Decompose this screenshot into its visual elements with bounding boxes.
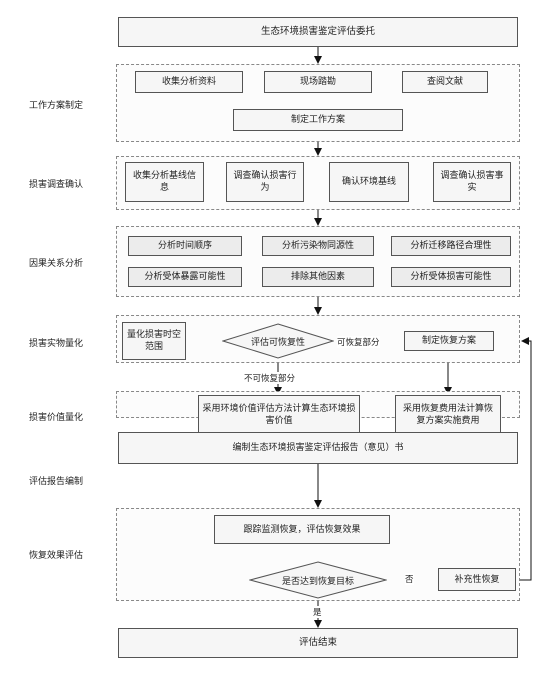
commission-box: 生态环境损害鉴定评估委托 — [118, 17, 518, 47]
assess-recoverability-label: 评估可恢复性 — [250, 338, 305, 348]
site-survey-box: 现场踏勘 — [264, 71, 372, 93]
recovery-plan-box: 制定恢复方案 — [404, 331, 494, 351]
stage-label-eval: 恢复效果评估 — [28, 551, 83, 561]
time-order-box: 分析时间顺序 — [128, 236, 242, 256]
env-baseline-box: 确认环境基线 — [329, 162, 409, 202]
edge-label-yes: 是 — [313, 606, 322, 618]
stage-label-value: 损害价值量化 — [28, 413, 83, 423]
damage-behavior-box: 调查确认损害行为 — [226, 162, 304, 202]
exclude-factors-box: 排除其他因素 — [262, 267, 374, 287]
target-reached-label: 是否达到恢复目标 — [281, 577, 354, 587]
edge-label-not-recoverable: 不可恢复部分 — [244, 372, 296, 384]
stage-label-work-plan: 工作方案制定 — [28, 101, 83, 111]
make-plan-box: 制定工作方案 — [233, 109, 403, 131]
stage-label-survey: 损害调查确认 — [28, 180, 83, 190]
stage-label-quant: 损害实物量化 — [28, 339, 83, 349]
migration-path-box: 分析迁移路径合理性 — [391, 236, 511, 256]
track-monitor-box: 跟踪监测恢复，评估恢复效果 — [214, 515, 390, 544]
damage-fact-box: 调查确认损害事实 — [433, 162, 511, 202]
quantify-range-box: 量化损害时空范围 — [122, 322, 186, 360]
assess-recoverability-diamond — [222, 323, 334, 359]
edge-label-no: 否 — [405, 573, 414, 585]
evaluation-end-box: 评估结束 — [118, 628, 518, 658]
target-reached-diamond — [249, 561, 387, 599]
recovery-cost-box: 采用恢复费用法计算恢复方案实施费用 — [395, 395, 501, 435]
supplementary-recovery-box: 补充性恢复 — [438, 568, 516, 591]
arrow-feedback-loop — [517, 337, 532, 581]
exposure-possibility-box: 分析受体暴露可能性 — [128, 267, 242, 287]
edge-label-recoverable: 可恢复部分 — [337, 336, 380, 348]
stage-label-report: 评估报告编制 — [28, 477, 83, 487]
report-box: 编制生态环境损害鉴定评估报告（意见）书 — [118, 432, 518, 464]
literature-box: 查阅文献 — [402, 71, 488, 93]
collect-data-box: 收集分析资料 — [135, 71, 243, 93]
baseline-info-box: 收集分析基线信息 — [125, 162, 204, 202]
stage-label-causal: 因果关系分析 — [28, 259, 83, 269]
pollutant-homology-box: 分析污染物同源性 — [262, 236, 374, 256]
env-value-box: 采用环境价值评估方法计算生态环境损害价值 — [198, 395, 360, 435]
receptor-damage-box: 分析受体损害可能性 — [391, 267, 511, 287]
